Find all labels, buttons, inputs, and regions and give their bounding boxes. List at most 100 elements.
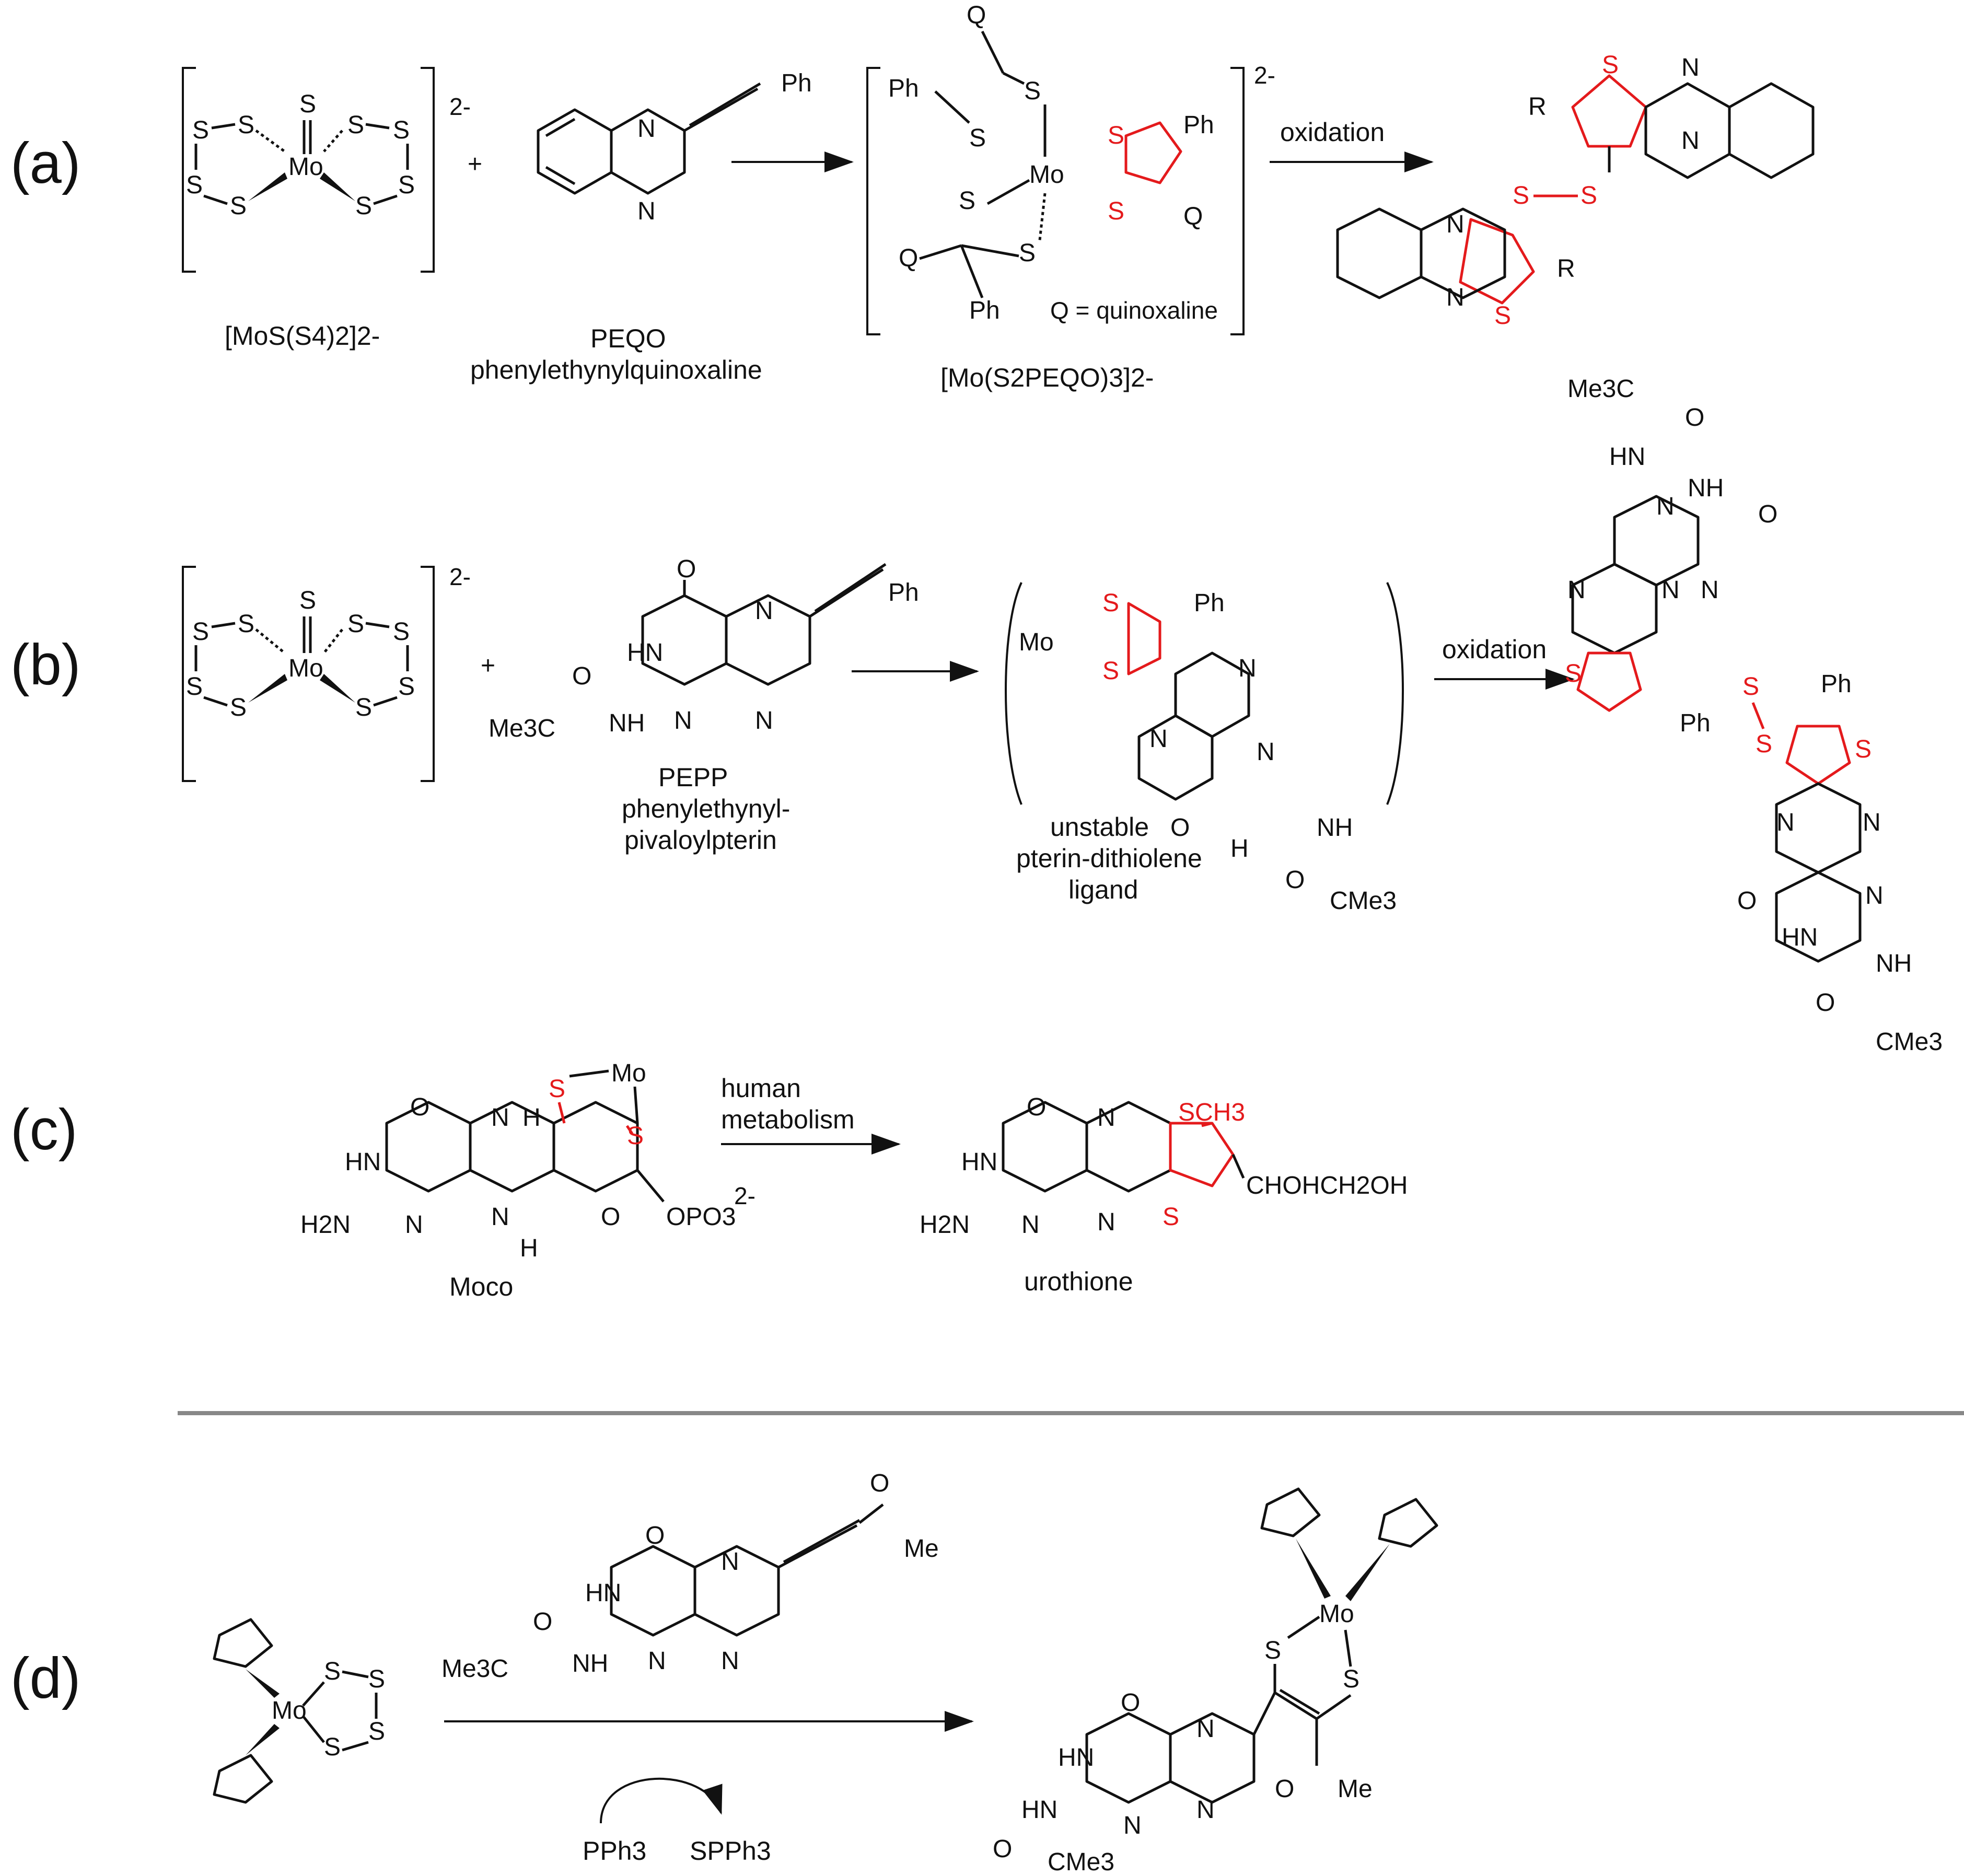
svg-text:Mo: Mo [1019,628,1054,656]
caption-pepp-name1: phenylethynyl- [622,794,790,823]
svg-text:S: S [299,90,316,118]
svg-text:N: N [1681,127,1700,155]
charge-label: 2- [449,93,471,120]
svg-text:CMe3: CMe3 [1048,1848,1114,1876]
svg-text:S: S [1343,1665,1359,1693]
svg-text:S: S [398,171,415,199]
svg-text:Ph: Ph [1680,709,1711,737]
pepp-molecule: O HN N N N NH O Me3C Ph PEPP phenylethyn… [489,555,919,855]
caption-peqo-name: phenylethynylquinoxaline [470,355,762,384]
svg-text:N: N [1776,809,1795,836]
svg-text:S: S [355,694,372,721]
caption-mo-s2peqo3: [Mo(S2PEQO)3]2- [940,363,1154,392]
svg-text:Mo: Mo [288,153,323,181]
svg-text:NH: NH [572,1650,608,1677]
curved-arrow-pph3 [600,1777,723,1824]
svg-text:O: O [1737,887,1757,915]
svg-text:O: O [1685,404,1704,432]
svg-text:N: N [1701,576,1719,604]
svg-text:S: S [1019,239,1036,267]
svg-text:S: S [627,1122,644,1150]
svg-text:Ph: Ph [1821,670,1852,698]
svg-text:HN: HN [1058,1744,1094,1772]
svg-text:Me3C: Me3C [489,715,555,742]
svg-text:N: N [721,1647,739,1675]
svg-text:N: N [1446,211,1465,238]
svg-text:Q: Q [967,2,986,29]
svg-text:S: S [1565,660,1582,688]
svg-text:O: O [1285,866,1305,894]
svg-text:O: O [677,555,696,583]
svg-text:H2N: H2N [300,1211,351,1239]
svg-text:S: S [398,673,415,701]
svg-text:Ph: Ph [781,69,812,97]
svg-text:Me: Me [1338,1775,1373,1803]
pterin-dithiolene-intermediate: Mo S S Ph N N N O H NH O CMe3 unstable p… [1005,582,1404,915]
mo-tetrasulfide-complex-b: Mo S S S S S S S S S 2- [182,563,471,782]
svg-text:N: N [1681,54,1700,81]
svg-text:S: S [368,1665,385,1693]
svg-text:S: S [1756,730,1772,758]
caption-unstable: unstable [1050,812,1149,842]
svg-text:Mo: Mo [611,1059,646,1087]
arrow-label-human: human [721,1074,801,1103]
caption-pterin-dithiolene: pterin-dithiolene [1016,844,1202,873]
bis-thienopterin-disulfide: Me3C O HN NH O N N N N S Ph S S Ph S N N… [1565,375,1943,1056]
svg-text:S: S [393,116,410,144]
svg-text:S: S [192,618,209,646]
caption-pepp: PEPP [658,763,728,792]
svg-text:NH: NH [1876,950,1912,977]
svg-text:S: S [1513,182,1529,209]
svg-text:S: S [969,124,986,152]
svg-text:Mo: Mo [272,1697,307,1724]
svg-text:S: S [1581,182,1597,209]
plus-sign-b: + [481,652,495,680]
svg-text:Mo: Mo [1319,1600,1354,1628]
svg-text:N: N [648,1647,666,1675]
svg-text:N: N [1097,1104,1115,1132]
panel-label-a: (a) [10,131,80,195]
svg-text:HN: HN [1782,924,1818,951]
svg-text:Ph: Ph [888,75,919,102]
svg-text:CHOHCH2OH: CHOHCH2OH [1246,1172,1408,1199]
svg-text:Ph: Ph [1183,111,1214,139]
svg-text:S: S [1102,589,1119,617]
mo-tetrasulfide-complex-a: Mo S S S S S S S S S 2- [MoS(S4)2]2- [182,67,471,351]
bis-thienoquinoxaline-disulfide: R S N N S S R S N N [1336,51,1815,330]
svg-text:Ph: Ph [1194,589,1225,617]
svg-text:SCH3: SCH3 [1178,1099,1245,1126]
svg-text:Me3C: Me3C [1567,375,1634,403]
svg-text:N: N [721,1548,739,1576]
svg-text:S: S [347,610,364,638]
svg-text:NH: NH [1688,474,1724,502]
plus-sign-a: + [468,150,482,178]
svg-text:S: S [1494,302,1511,330]
svg-text:Mo: Mo [288,655,323,682]
arrow-label-metabolism: metabolism [721,1105,855,1134]
svg-text:Me: Me [904,1535,939,1563]
svg-text:N: N [405,1211,423,1239]
svg-text:R: R [1528,93,1547,121]
svg-text:N: N [1021,1211,1040,1239]
panel-label-d: (d) [10,1646,80,1710]
svg-text:N: N [637,115,656,143]
svg-text:N: N [674,707,692,735]
svg-text:O: O [1758,500,1777,528]
svg-text:HN: HN [1609,443,1645,471]
urothione-molecule: O HN N H2N N N S SCH3 CHOHCH2OH urothion… [920,1093,1408,1296]
svg-text:NH: NH [609,709,645,737]
svg-text:Me3C: Me3C [441,1655,508,1683]
svg-text:O: O [410,1093,429,1121]
svg-text:H: H [520,1234,538,1262]
svg-text:O: O [645,1522,665,1549]
svg-text:O: O [533,1608,552,1636]
moco-molecule: O HN N H2N N H N H O S S Mo OPO3 2- Moco [300,1059,756,1301]
svg-text:CMe3: CMe3 [1330,887,1397,915]
svg-text:S: S [368,1718,385,1745]
cp2mo-tetrasulfide: Mo S S S S [213,1618,385,1804]
svg-text:Q: Q [899,244,918,272]
charge-label: 2- [449,563,471,590]
panel-label-c: (c) [10,1098,77,1162]
svg-text:H2N: H2N [920,1211,970,1239]
panel-label-b: (b) [10,633,80,697]
